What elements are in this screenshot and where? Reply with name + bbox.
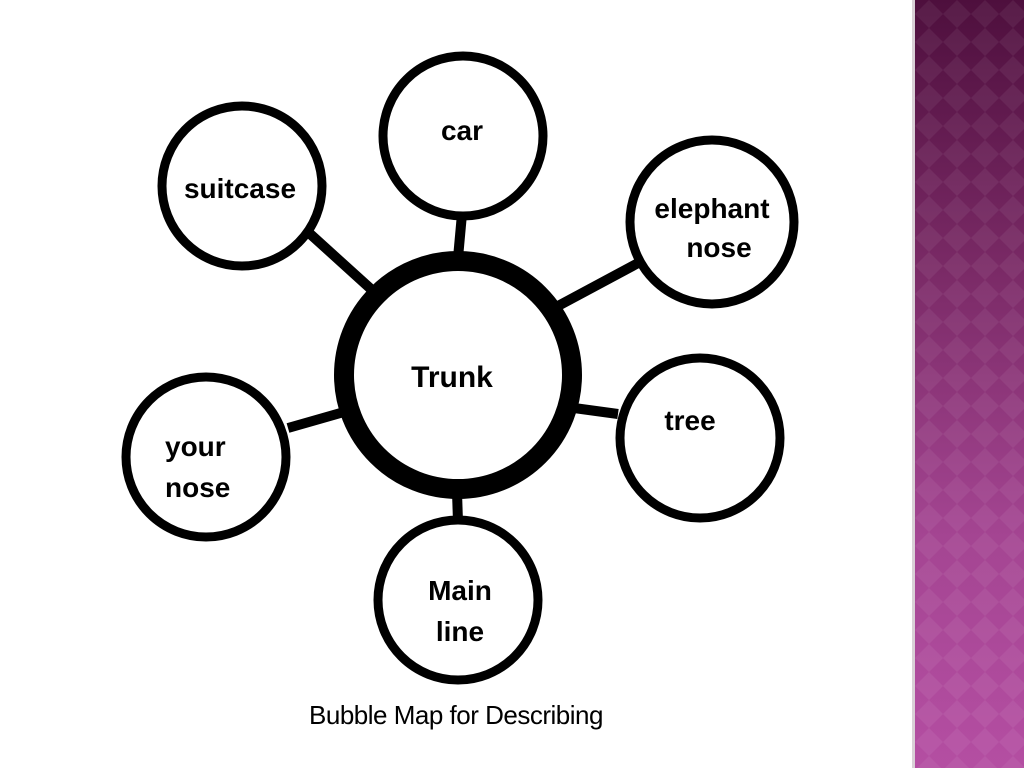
connector-elephant-nose bbox=[555, 257, 643, 311]
bubble-map: Trunk suitcase car elephant nose tree Ma… bbox=[121, 51, 799, 685]
bubble-main-line: Main line bbox=[373, 515, 543, 685]
decorative-sidebar bbox=[912, 0, 1024, 768]
bubble-main-line-line-2: line bbox=[436, 616, 484, 647]
connector-tree bbox=[573, 403, 619, 419]
bubble-car: car bbox=[378, 51, 548, 221]
diagram-caption: Bubble Map for Describing bbox=[309, 700, 603, 730]
bubble-tree: tree bbox=[615, 353, 785, 523]
bubble-suitcase-label: suitcase bbox=[184, 173, 296, 204]
connector-your-nose bbox=[286, 407, 346, 433]
bubble-elephant-nose: elephant nose bbox=[625, 135, 799, 309]
center-bubble: Trunk bbox=[334, 251, 582, 499]
bubble-your-nose: your nose bbox=[121, 372, 291, 542]
bubble-suitcase: suitcase bbox=[157, 101, 327, 271]
bubble-tree-label: tree bbox=[664, 405, 715, 436]
bubble-elephant-nose-line-1: elephant bbox=[654, 193, 769, 224]
connectors bbox=[286, 213, 643, 523]
center-label: Trunk bbox=[411, 361, 493, 394]
connector-suitcase bbox=[304, 228, 376, 294]
connector-car bbox=[453, 213, 467, 259]
bubble-main-line-line-1: Main bbox=[428, 575, 492, 606]
slide: Trunk suitcase car elephant nose tree Ma… bbox=[121, 51, 799, 730]
bubble-your-nose-line-2: nose bbox=[165, 472, 230, 503]
bubble-elephant-nose-line-2: nose bbox=[686, 232, 751, 263]
bubble-car-label: car bbox=[441, 115, 483, 146]
diamond-pattern bbox=[915, 0, 1024, 768]
bubble-your-nose-line-1: your bbox=[165, 431, 226, 462]
